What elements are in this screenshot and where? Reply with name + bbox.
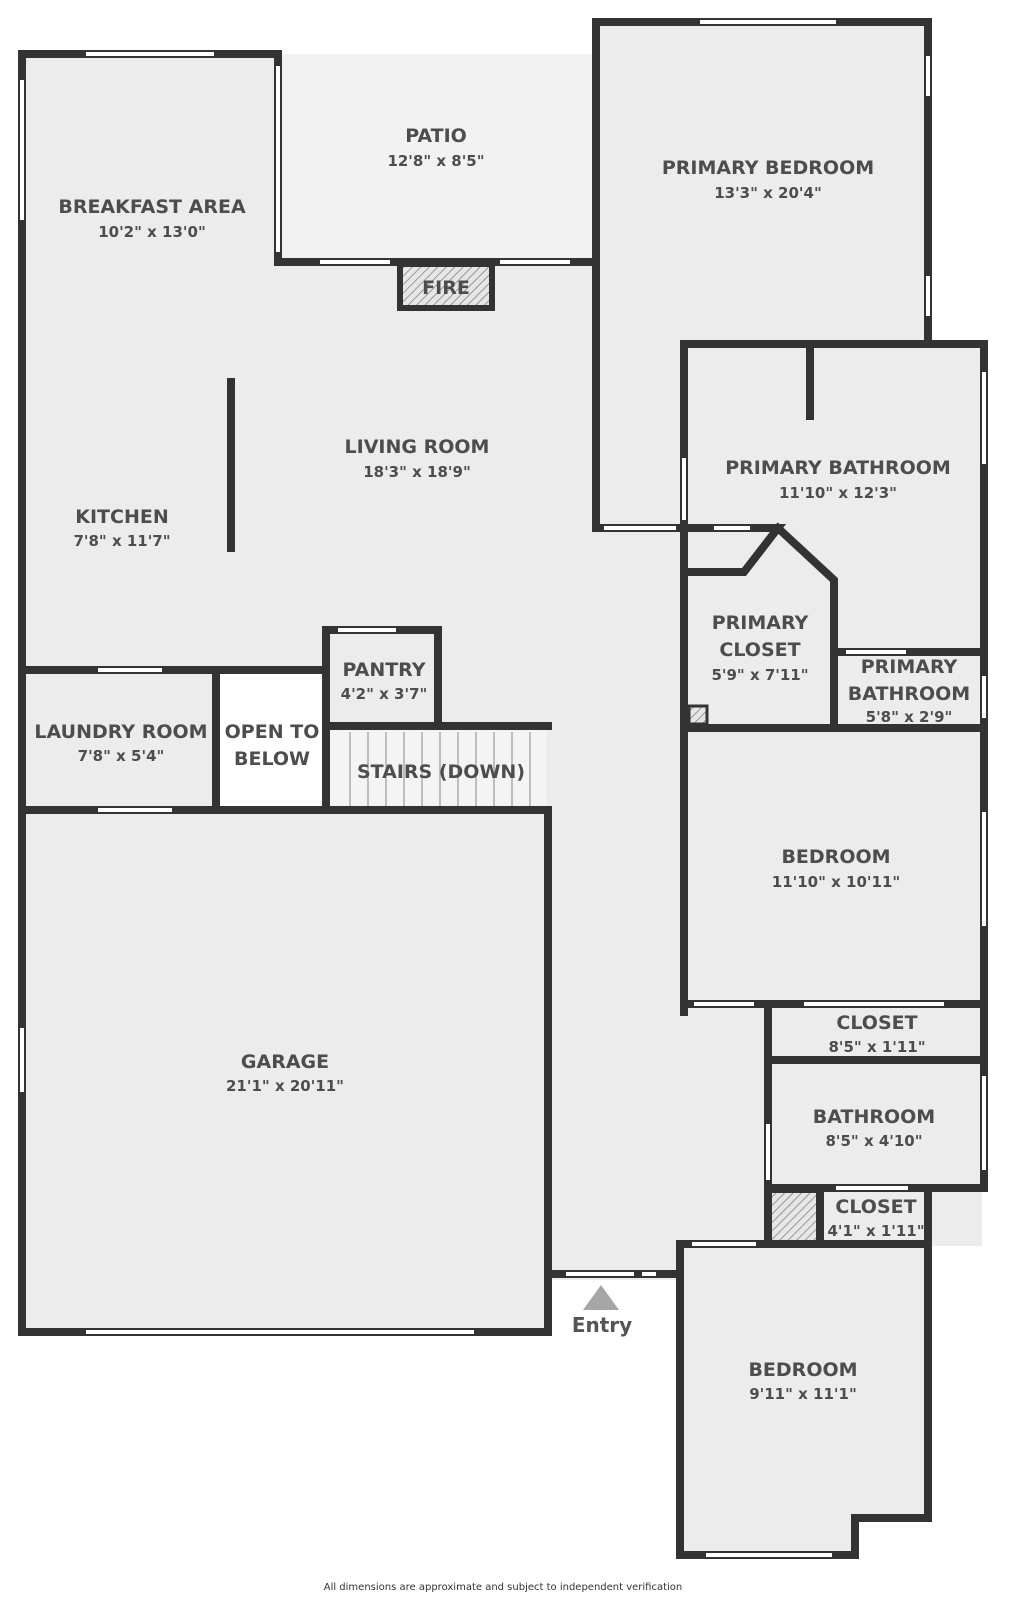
entry-arrow-icon <box>583 1285 619 1310</box>
room-name: CLOSET <box>836 1012 917 1034</box>
room-dimensions: 9'11" x 11'1" <box>749 1385 857 1403</box>
room-dimensions: 11'10" x 12'3" <box>779 484 897 502</box>
room-bedroom-1: BEDROOM 11'10" x 10'11" <box>772 846 900 891</box>
room-laundry-room: LAUNDRY ROOM 7'8" x 5'4" <box>34 721 207 765</box>
room-name-line2: BELOW <box>234 748 310 770</box>
floor-patio <box>280 54 596 262</box>
floor-open-to-below <box>218 674 324 806</box>
room-dimensions: 7'8" x 11'7" <box>73 532 170 550</box>
room-closet-2: CLOSET 4'1" x 1'11" <box>827 1196 924 1240</box>
room-dimensions: 10'2" x 13'0" <box>98 223 206 241</box>
room-name: BREAKFAST AREA <box>58 196 246 218</box>
room-name: FIRE <box>422 277 470 299</box>
room-breakfast-area: BREAKFAST AREA 10'2" x 13'0" <box>58 196 246 241</box>
bathroom-hatch <box>766 1187 822 1247</box>
room-dimensions: 4'1" x 1'11" <box>827 1222 924 1240</box>
room-dimensions: 18'3" x 18'9" <box>363 463 471 481</box>
room-living-room: LIVING ROOM 18'3" x 18'9" <box>345 436 490 481</box>
room-name-line2: CLOSET <box>719 639 800 661</box>
room-bedroom-2: BEDROOM 9'11" x 11'1" <box>748 1359 857 1403</box>
room-name-line2: BATHROOM <box>848 683 970 705</box>
room-name: PATIO <box>405 125 467 147</box>
room-dimensions: 5'8" x 2'9" <box>866 708 953 726</box>
room-name: PRIMARY <box>861 656 958 678</box>
room-name: GARAGE <box>241 1051 329 1073</box>
floor-fills <box>22 22 982 1555</box>
floor-stairs <box>330 728 546 808</box>
room-name: KITCHEN <box>75 506 168 528</box>
floor-bottom-bedroom <box>680 1244 927 1555</box>
room-garage: GARAGE 21'1" x 20'11" <box>226 1051 344 1095</box>
room-name: LAUNDRY ROOM <box>34 721 207 743</box>
room-name: BATHROOM <box>813 1106 935 1128</box>
windows <box>20 20 986 1557</box>
room-dimensions: 13'3" x 20'4" <box>714 184 822 202</box>
floor-garage <box>22 812 546 1334</box>
room-name: LIVING ROOM <box>345 436 490 458</box>
room-dimensions: 5'9" x 7'11" <box>711 666 808 684</box>
stair-treads <box>349 732 531 806</box>
room-dimensions: 4'2" x 3'7" <box>341 685 428 703</box>
room-name: CLOSET <box>835 1196 916 1218</box>
room-dimensions: 7'8" x 5'4" <box>78 747 165 765</box>
room-primary-bathroom: PRIMARY BATHROOM 11'10" x 12'3" <box>725 457 951 502</box>
room-name: PRIMARY <box>712 612 809 634</box>
room-dimensions: 21'1" x 20'11" <box>226 1077 344 1095</box>
closet-small-hatch <box>687 704 709 726</box>
room-name: OPEN TO <box>225 721 320 743</box>
room-bathroom: BATHROOM 8'5" x 4'10" <box>813 1106 935 1150</box>
room-name: BEDROOM <box>781 846 890 868</box>
open-to-below: OPEN TO BELOW <box>225 721 320 770</box>
room-patio: PATIO 12'8" x 8'5" <box>387 125 484 170</box>
floor-right-stack <box>686 346 982 1246</box>
room-name: PANTRY <box>342 659 425 681</box>
room-pantry: PANTRY 4'2" x 3'7" <box>341 659 428 703</box>
disclaimer: All dimensions are approximate and subje… <box>324 1582 683 1593</box>
entry-label: Entry <box>572 1313 632 1337</box>
room-dimensions: 8'5" x 4'10" <box>825 1132 922 1150</box>
stairs-down: STAIRS (DOWN) <box>357 761 525 783</box>
fireplace: FIRE <box>422 277 470 299</box>
room-dimensions: 11'10" x 10'11" <box>772 873 900 891</box>
room-name: PRIMARY BATHROOM <box>725 457 951 479</box>
room-name: BEDROOM <box>748 1359 857 1381</box>
room-name: STAIRS (DOWN) <box>357 761 525 783</box>
room-primary-bathroom-small: PRIMARY BATHROOM 5'8" x 2'9" <box>848 656 970 726</box>
floor-pantry <box>326 632 438 724</box>
room-primary-bedroom: PRIMARY BEDROOM 13'3" x 20'4" <box>662 157 874 202</box>
room-kitchen: KITCHEN 7'8" x 11'7" <box>73 506 170 550</box>
room-dimensions: 8'5" x 1'11" <box>828 1038 925 1056</box>
room-dimensions: 12'8" x 8'5" <box>387 152 484 170</box>
room-labels: PATIO 12'8" x 8'5" BREAKFAST AREA 10'2" … <box>34 125 970 1403</box>
room-closet-1: CLOSET 8'5" x 1'11" <box>828 1012 925 1056</box>
room-name: PRIMARY BEDROOM <box>662 157 874 179</box>
entry-marker: Entry <box>572 1285 632 1337</box>
room-primary-closet: PRIMARY CLOSET 5'9" x 7'11" <box>711 612 808 684</box>
